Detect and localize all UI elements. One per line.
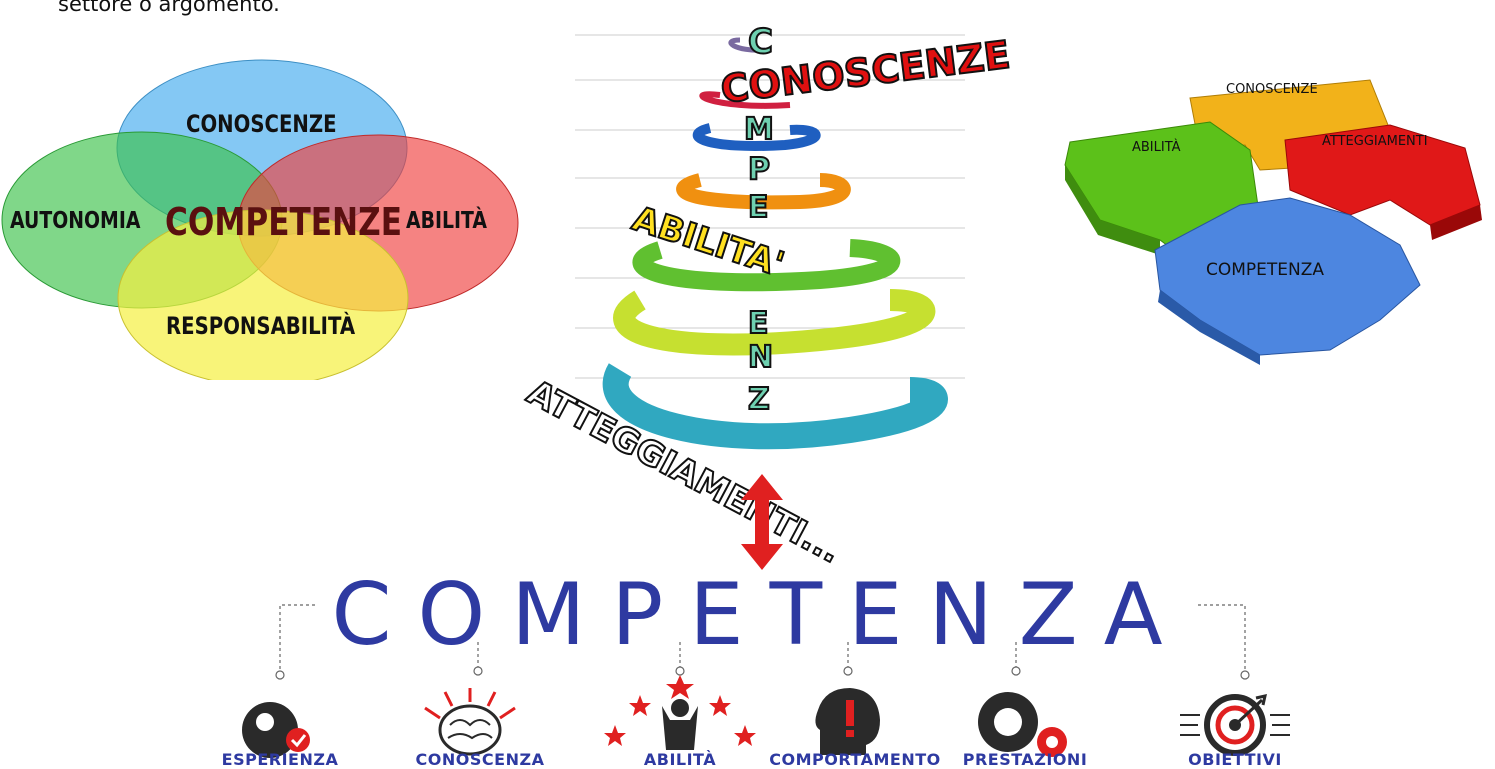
head-exclamation-icon: [815, 688, 880, 755]
double-arrow-icon: [735, 472, 789, 572]
banner-item-esperienza: ESPERIENZA: [221, 750, 339, 769]
spiral-letter-e2: E: [747, 305, 769, 342]
puzzle-label-conoscenze: CONOSCENZE: [1226, 82, 1318, 97]
banner-title: COMPETENZA: [331, 565, 1189, 665]
banner-item-prestazioni: PRESTAZIONI: [962, 750, 1088, 769]
competenze-spiral: C CONOSCENZE M P E ABILITA' E N Z ATTEGG…: [520, 10, 1014, 572]
spiral-letter-z: Z: [747, 381, 771, 418]
venn-label-abilita: ABILITÀ: [406, 208, 488, 234]
banner-item-comportamento: COMPORTAMENTO: [769, 750, 941, 769]
venn-circles: [1, 59, 519, 387]
puzzle-label-competenza: COMPETENZA: [1206, 260, 1325, 280]
venn-label-conoscenze: CONOSCENZE: [186, 110, 337, 138]
gears-icon: [978, 692, 1067, 757]
intro-text: settore o argomento.: [58, 0, 280, 16]
puzzle-graphic: CONOSCENZE ABILITÀ ATTEGGIAMENTI COMPETE…: [1060, 70, 1490, 370]
person-stars-icon: [604, 675, 756, 750]
banner-item-abilita: ABILITÀ: [643, 750, 717, 769]
venn-label-competenze: COMPETENZE: [165, 200, 402, 244]
spiral-letter-n: N: [747, 339, 774, 376]
puzzle-label-abilita: ABILITÀ: [1132, 140, 1181, 155]
spiral-letter-e1: E: [747, 189, 769, 226]
target-icon: [1180, 694, 1290, 756]
venn-label-responsabilita: RESPONSABILITÀ: [166, 312, 356, 340]
venn-label-autonomia: AUTONOMIA: [10, 208, 141, 234]
puzzle-piece-competenza: [1154, 197, 1421, 356]
puzzle-label-atteggiamenti: ATTEGGIAMENTI: [1322, 134, 1428, 149]
banner-item-conoscenza: CONOSCENZA: [415, 750, 545, 769]
banner-connectors: [242, 604, 1290, 758]
puzzle-pieces: [1064, 79, 1482, 365]
person-check-icon: [242, 702, 310, 758]
venn-diagram: CONOSCENZE AUTONOMIA COMPETENZE ABILITÀ …: [0, 30, 530, 387]
banner-item-obiettivi: OBIETTIVI: [1188, 750, 1282, 769]
spiral-letter-p: P: [747, 151, 771, 188]
brain-icon: [424, 688, 516, 756]
spiral-graphic: [575, 34, 965, 450]
spiral-letter-m: M: [743, 111, 775, 148]
spiral-letter-c: C: [747, 21, 774, 63]
